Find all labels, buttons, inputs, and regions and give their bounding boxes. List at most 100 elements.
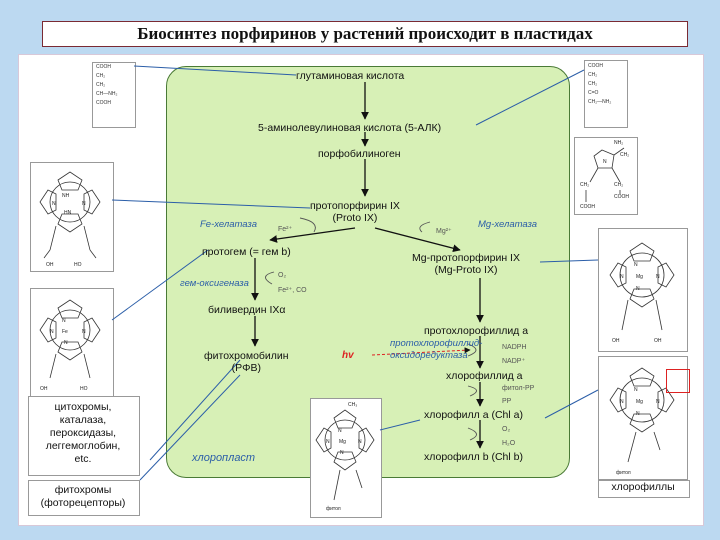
formula-atom: N — [656, 274, 660, 280]
pbg-label: порфобилиноген — [318, 148, 401, 160]
formula-atom: CH₂ — [620, 152, 629, 158]
formula-atom: N — [620, 274, 624, 280]
formula-atom: N — [340, 450, 344, 456]
phytochromes-list: фитохромы (фоторецепторы) — [28, 484, 138, 510]
formula-atom: N — [656, 399, 660, 405]
chla-label: хлорофилл a (Chl a) — [424, 409, 523, 421]
formula-atom: N — [50, 329, 54, 335]
por-enzyme-label: протохлорофиллид- оксидоредуктаза — [390, 338, 482, 362]
formula-atom: N — [636, 286, 640, 292]
formula-atom: OH — [46, 262, 54, 268]
nadph-cofactor: NADPH — [502, 344, 527, 351]
ala-formula: COOH CH₂ CH₂ C=O CH₂—NH₂ — [588, 62, 611, 107]
formula-row: CH₂ — [96, 73, 106, 79]
mg-protoporphyrin-structure — [598, 228, 688, 352]
highlight-box — [666, 369, 690, 393]
formula-atom: CH₂ — [614, 182, 623, 188]
mg-chelatase-label: Mg-хелатаза — [478, 219, 538, 230]
formula-row: COOH — [96, 100, 111, 106]
chloroplast-label: хлоропласт — [192, 452, 256, 464]
formula-atom: Mg — [636, 274, 643, 280]
protoheme-label: протогем (= гем b) — [202, 246, 291, 258]
protoporphyrin-line1: протопорфирин IX — [310, 200, 400, 212]
nadp-product: NADP⁺ — [502, 358, 526, 365]
phytochromobilin-label: фитохромобилин (PΦB) — [204, 350, 289, 374]
glutamate-formula: COOH CH₂ CH₂ CH—NH₂ COOH — [96, 63, 117, 108]
heme-structure — [30, 288, 114, 398]
box-line: (фоторецепторы) — [40, 497, 126, 509]
protoporphyrin-line2: (Proto IX) — [332, 212, 378, 224]
page-title: Биосинтез порфиринов у растений происход… — [42, 21, 688, 47]
formula-atom: N — [636, 411, 640, 417]
chlorophylls-box — [598, 480, 690, 498]
formula-atom: N — [82, 329, 86, 335]
chlorophyll-a-structure — [310, 398, 382, 518]
formula-atom: COOH — [614, 194, 629, 200]
box-line: каталаза, — [59, 414, 107, 426]
porphyrin-ring-mg — [609, 242, 675, 331]
formula-atom: CH₂ — [580, 182, 589, 188]
mg-protoporphyrin-label: Mg-протопорфирин IX (Mg-Proto IX) — [412, 252, 520, 276]
formula-row: CH₂—NH₂ — [588, 99, 612, 105]
porphyrin-ring-chla — [315, 409, 375, 501]
porphyrin-ring-heme — [39, 299, 101, 379]
glutamic-acid-label: глутаминовая кислота — [296, 70, 405, 82]
formula-atom: N — [603, 159, 607, 165]
formula-atom: N — [620, 399, 624, 405]
formula-atom: HO — [80, 386, 88, 392]
formula-atom: Mg — [339, 439, 346, 445]
formula-atom: N — [82, 201, 86, 207]
mg-cofactor: Mg²⁺ — [436, 228, 452, 235]
formula-atom: COOH — [580, 204, 595, 210]
phytochromobilin-line2: (PΦB) — [231, 362, 261, 374]
ala-structure — [584, 60, 628, 128]
pbg-ring — [589, 147, 625, 183]
formula-atom: N — [358, 439, 362, 445]
formula-row: C=O — [588, 90, 599, 96]
heme-oxygenase-label: гем-оксигеназа — [180, 278, 249, 289]
box-line: леггемоглобин, — [45, 440, 121, 452]
box-line: пероксидазы, — [49, 427, 117, 439]
porphyrin-ring-chl — [609, 367, 675, 463]
formula-atom: N — [64, 340, 68, 346]
formula-atom: N — [634, 262, 638, 268]
biliverdin-label: биливердин IXα — [208, 304, 286, 316]
phytochromes-box — [28, 480, 140, 516]
formula-row: COOH — [588, 63, 603, 69]
fe-co-product: Fe²⁺, CO — [278, 287, 307, 294]
fe-cofactor: Fe²⁺ — [278, 226, 293, 233]
formula-atom: OH — [612, 338, 620, 344]
phytol-pp-cofactor: фитол-PP — [502, 385, 535, 392]
pchlide-label: протохлорофиллид a — [424, 325, 529, 337]
formula-atom: OH — [40, 386, 48, 392]
protoporphyrin-structure — [30, 162, 114, 272]
o2-cofactor-b: O₂ — [502, 426, 511, 433]
formula-atom: HN — [64, 210, 72, 216]
formula-atom: OH — [654, 338, 662, 344]
pbg-structure — [574, 137, 638, 215]
phytochromobilin-line1: фитохромобилин — [204, 350, 289, 362]
porphyrin-ring-proto — [39, 171, 101, 259]
mg-protoporphyrin-line2: (Mg-Proto IX) — [434, 264, 498, 276]
formula-atom: N — [52, 201, 56, 207]
cytochromes-list: цитохромы, каталаза, пероксидазы, леггем… — [28, 401, 138, 466]
mg-protoporphyrin-line1: Mg-протопорфирин IX — [412, 252, 520, 264]
fe-chelatase-label: Fe-хелатаза — [200, 219, 257, 230]
chlide-label: хлорофиллид a — [446, 370, 523, 382]
formula-atom: фитол — [326, 506, 341, 512]
formula-row: CH₂ — [588, 81, 598, 87]
formula-atom: Fe — [62, 329, 68, 335]
o2-cofactor: O₂ — [278, 272, 287, 279]
formula-row: CH₂ — [588, 72, 598, 78]
formula-atom: фитол — [616, 470, 631, 476]
formula-atom: CH₃ — [348, 402, 357, 408]
formula-atom: Mg — [636, 399, 643, 405]
ala-label: 5-аминолевулиновая кислота (5-АЛК) — [258, 122, 442, 134]
chlorophylls-label: хлорофиллы — [611, 481, 675, 493]
cytochromes-box — [28, 396, 140, 476]
h2o-product: H₂O — [502, 440, 516, 447]
formula-atom: N — [634, 387, 638, 393]
formula-atom: NH — [62, 193, 70, 199]
box-line: фитохромы — [54, 484, 112, 496]
